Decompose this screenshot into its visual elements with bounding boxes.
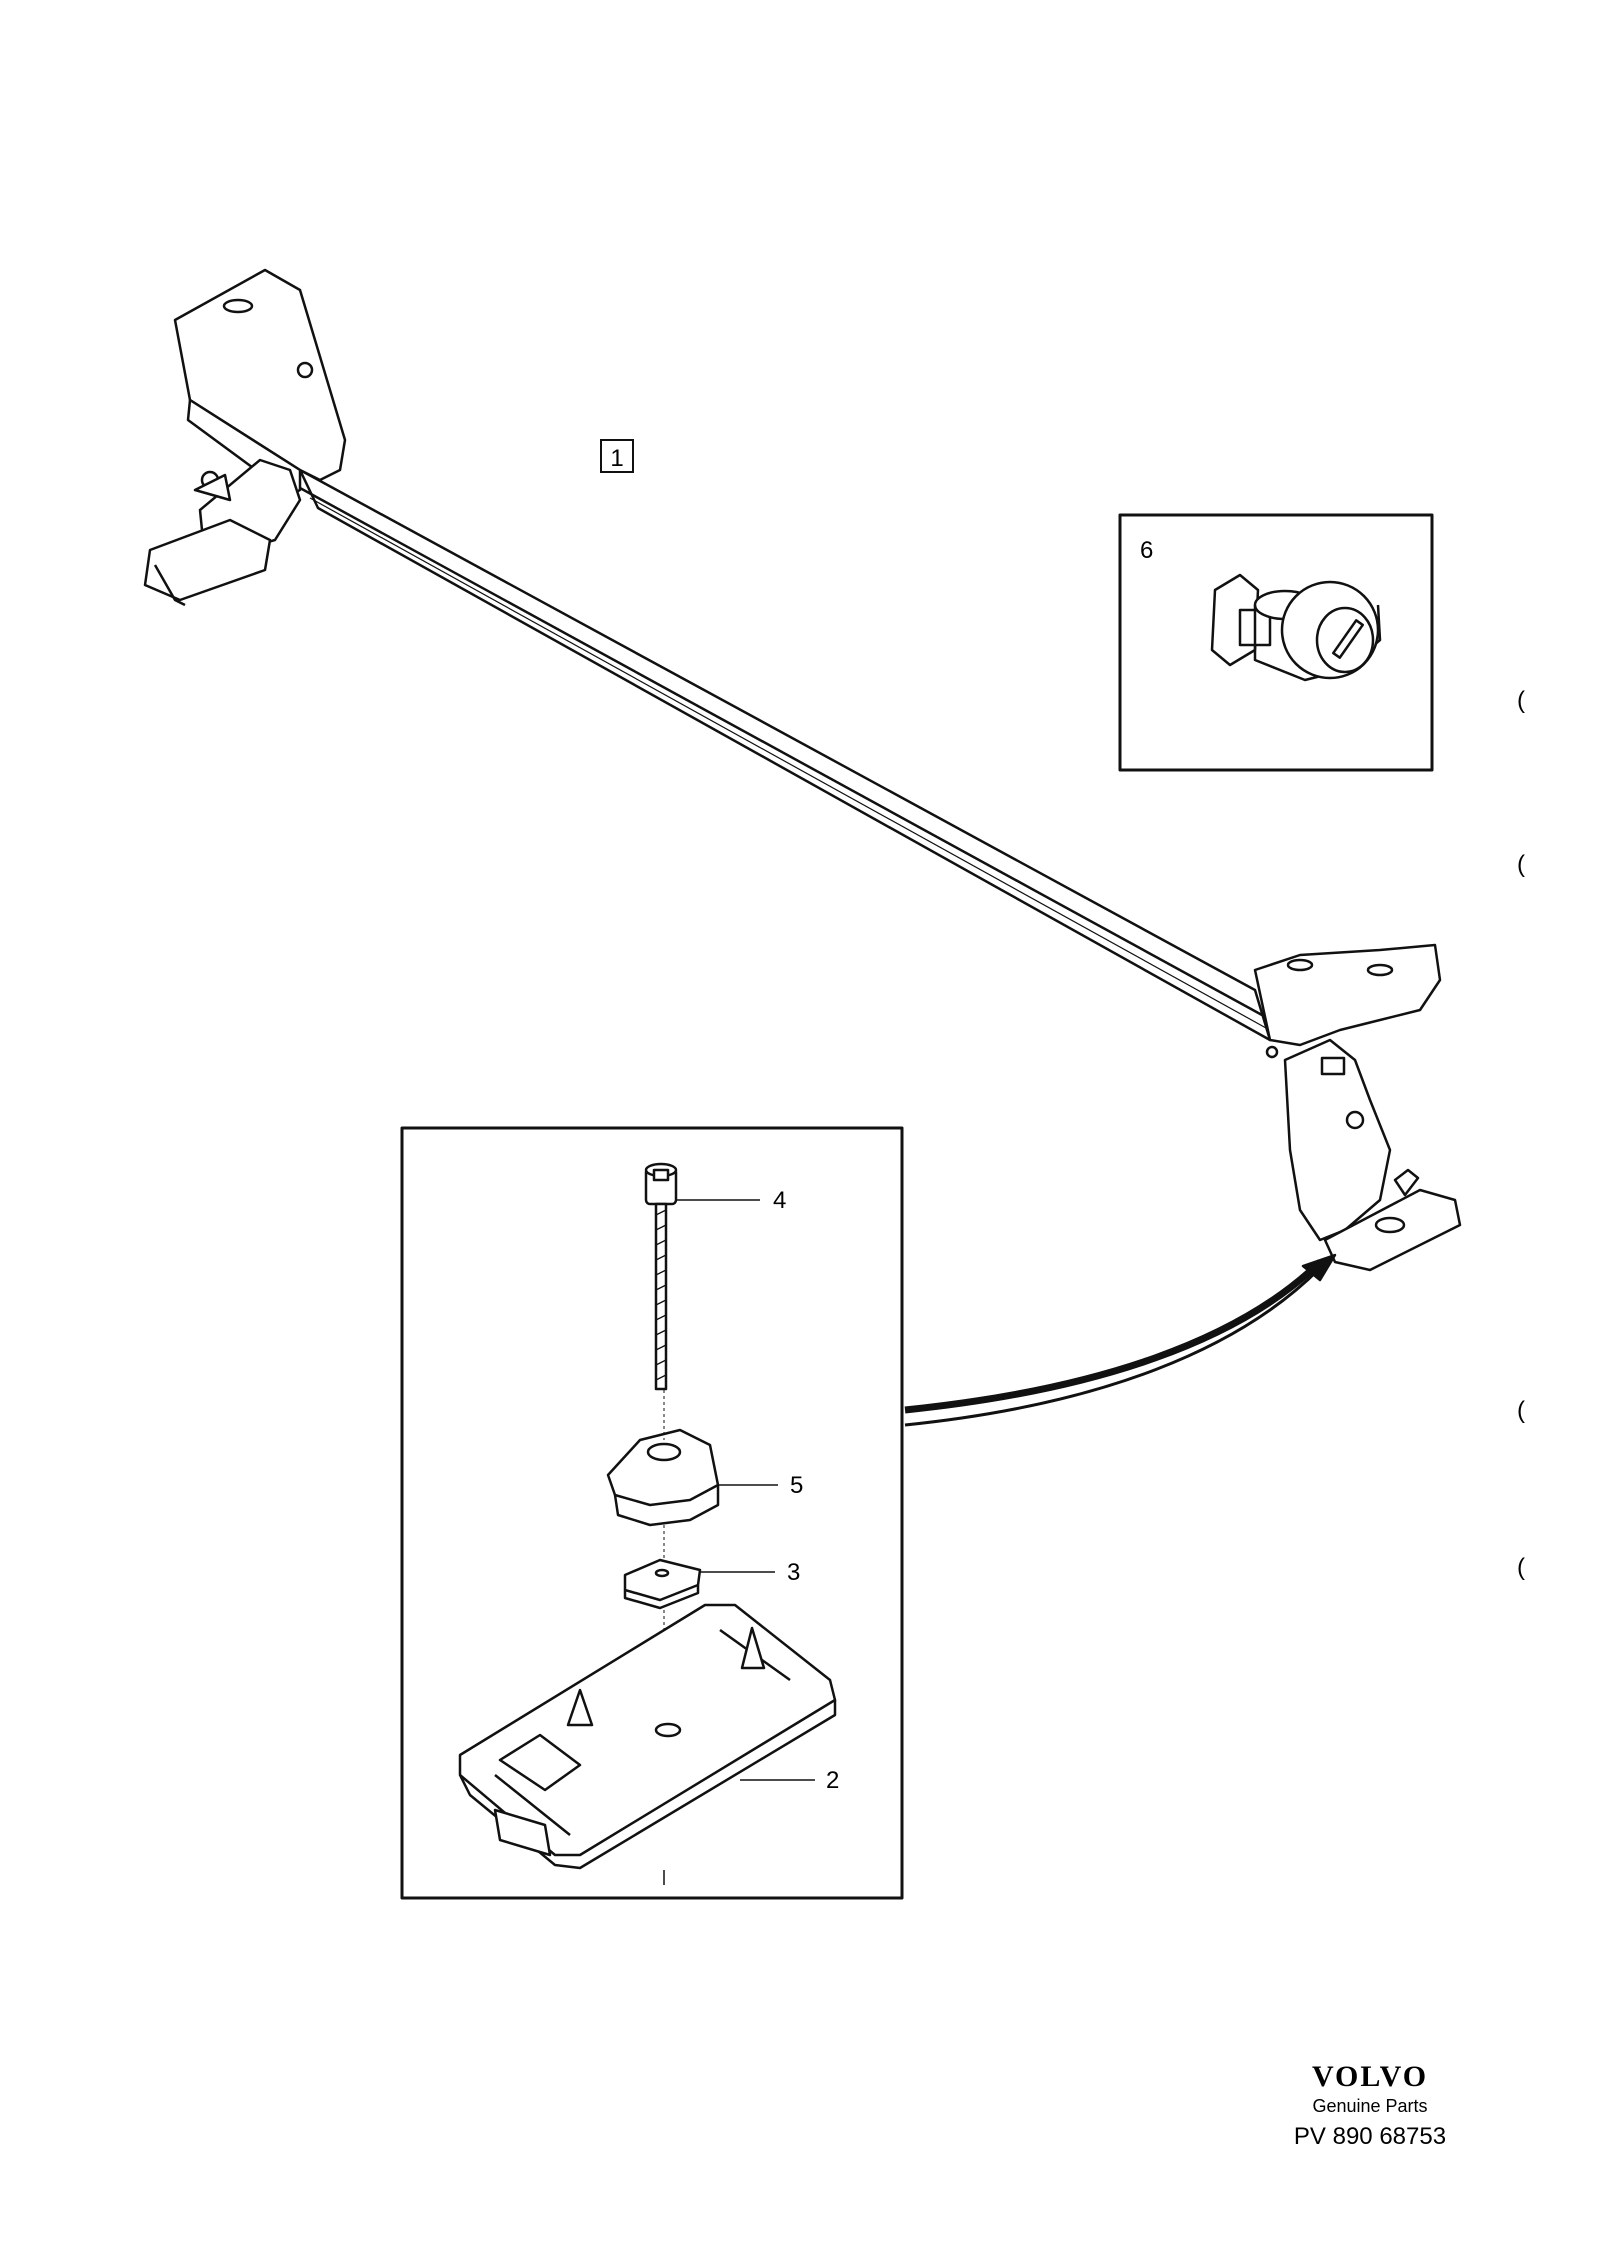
brand-logo: VOLVO <box>1311 2060 1429 2093</box>
square-washer <box>623 1558 775 1700</box>
bolt <box>644 1162 760 1391</box>
footer: VOLVO Genuine Parts PV 890 68753 <box>1250 2060 1490 2151</box>
knob-label: 5 <box>790 1472 803 1499</box>
bolt-label: 4 <box>773 1187 786 1214</box>
margin-mark: ( <box>1517 1554 1525 1581</box>
right-foot <box>1253 943 1462 1272</box>
margin-mark: ( <box>1517 687 1525 714</box>
main-ref-box <box>600 439 634 473</box>
part-number: PV 890 68753 <box>1293 2123 1447 2150</box>
foot-pad-label: 2 <box>826 1767 839 1794</box>
washer-label: 3 <box>787 1559 800 1586</box>
detail-leader <box>904 1253 1337 1427</box>
lock-inset-frame <box>1118 513 1434 772</box>
margin-mark: ( <box>1517 1397 1525 1424</box>
lock-label: 6 <box>1140 537 1153 564</box>
margin-mark: ( <box>1517 851 1525 878</box>
star-knob <box>606 1390 778 1560</box>
lock-cylinder <box>1210 573 1382 682</box>
foot-pad <box>458 1603 837 1885</box>
main-ref-label: 1 <box>610 445 623 472</box>
crossbar <box>298 468 1272 1042</box>
detail-inset-frame <box>400 1126 904 1900</box>
left-foot <box>143 268 347 607</box>
brand-subtitle: Genuine Parts <box>1312 2096 1428 2116</box>
